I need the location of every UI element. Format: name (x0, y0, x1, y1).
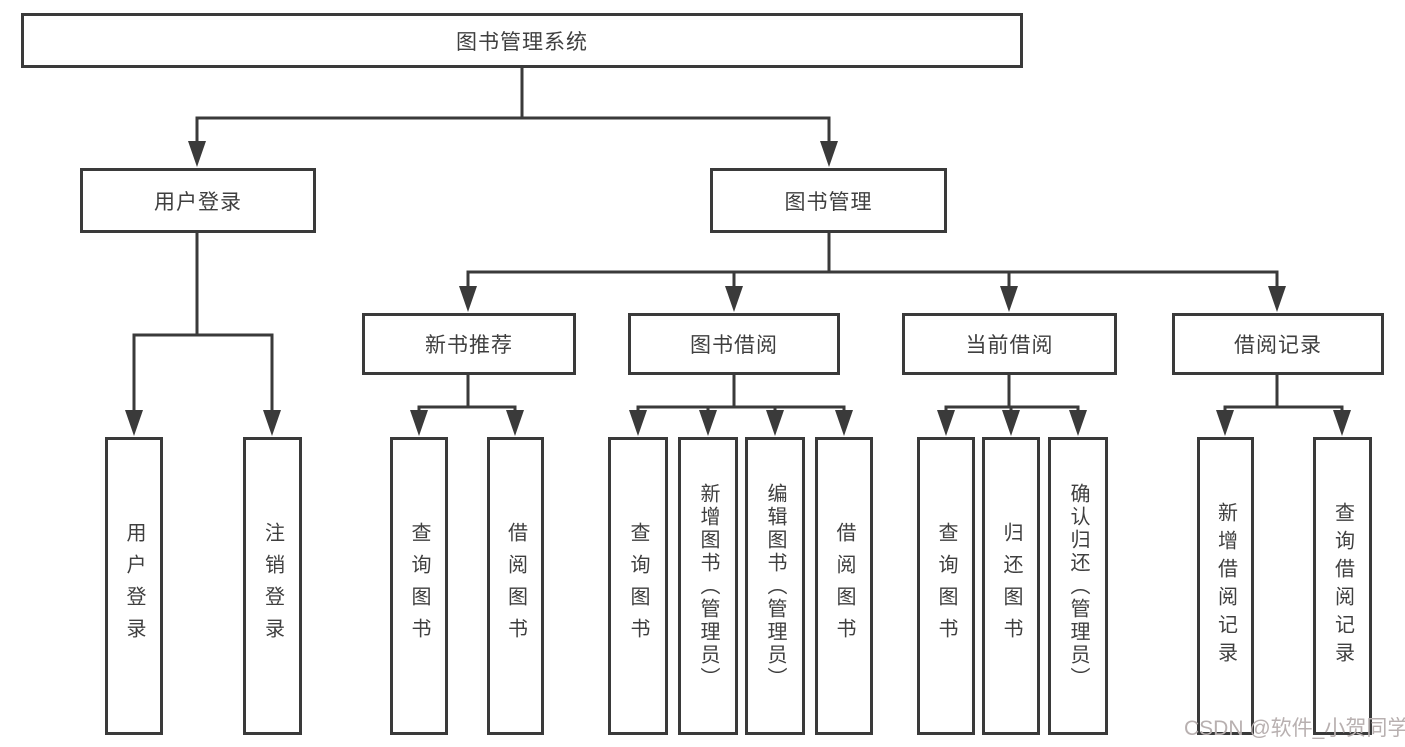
node-book-management: 图书管理 (710, 168, 947, 233)
leaf-logout: 注销登录 (243, 437, 302, 735)
node-label: 用户登录 (154, 190, 242, 214)
node-label: 借阅图书 (504, 522, 527, 650)
leaf-query-books-recommend: 查询图书 (390, 437, 448, 735)
leaf-query-books-current: 查询图书 (917, 437, 975, 735)
node-label: 查询图书 (935, 522, 957, 650)
leaf-return-books: 归还图书 (982, 437, 1040, 735)
node-label: 新增借阅记录 (1214, 502, 1237, 670)
node-borrow-records: 借阅记录 (1172, 313, 1384, 375)
csdn-watermark: CSDN @软件_小贺同学 (1184, 717, 1405, 740)
leaf-add-books-admin: 新增图书（管理员） (678, 437, 738, 735)
node-label: 图书借阅 (690, 334, 778, 357)
node-new-book-recommend: 新书推荐 (362, 313, 576, 375)
arrowheads (125, 141, 1351, 436)
node-label: 注销登录 (261, 522, 284, 650)
node-book-borrow: 图书借阅 (628, 313, 840, 375)
node-user-login: 用户登录 (80, 168, 316, 233)
node-root-library-system: 图书管理系统 (21, 13, 1023, 68)
node-label: 用户登录 (123, 522, 145, 650)
leaf-query-books-borrow: 查询图书 (608, 437, 668, 735)
node-current-borrow: 当前借阅 (902, 313, 1117, 375)
node-label: 新增图书（管理员） (697, 482, 719, 690)
node-label: 查询图书 (408, 522, 430, 650)
leaf-user-login: 用户登录 (105, 437, 163, 735)
node-label: 归还图书 (1000, 522, 1022, 650)
leaf-query-borrow-record: 查询借阅记录 (1313, 437, 1372, 735)
node-label: 图书管理 (784, 190, 873, 214)
leaf-borrow-books-recommend: 借阅图书 (487, 437, 544, 735)
node-label: 借阅记录 (1234, 334, 1322, 357)
node-label: 确认归还（管理员） (1067, 482, 1089, 690)
node-label: 借阅图书 (833, 522, 855, 650)
node-label: 当前借阅 (965, 334, 1054, 357)
node-label: 新书推荐 (425, 334, 513, 357)
leaf-edit-books-admin: 编辑图书（管理员） (745, 437, 805, 735)
node-label: 图书管理系统 (456, 30, 588, 54)
node-label: 查询借阅记录 (1331, 502, 1354, 670)
node-label: 查询图书 (627, 522, 649, 650)
node-label: 编辑图书（管理员） (764, 482, 786, 690)
leaf-confirm-return-admin: 确认归还（管理员） (1048, 437, 1108, 735)
leaf-borrow-books: 借阅图书 (815, 437, 873, 735)
leaf-add-borrow-record: 新增借阅记录 (1197, 437, 1254, 735)
